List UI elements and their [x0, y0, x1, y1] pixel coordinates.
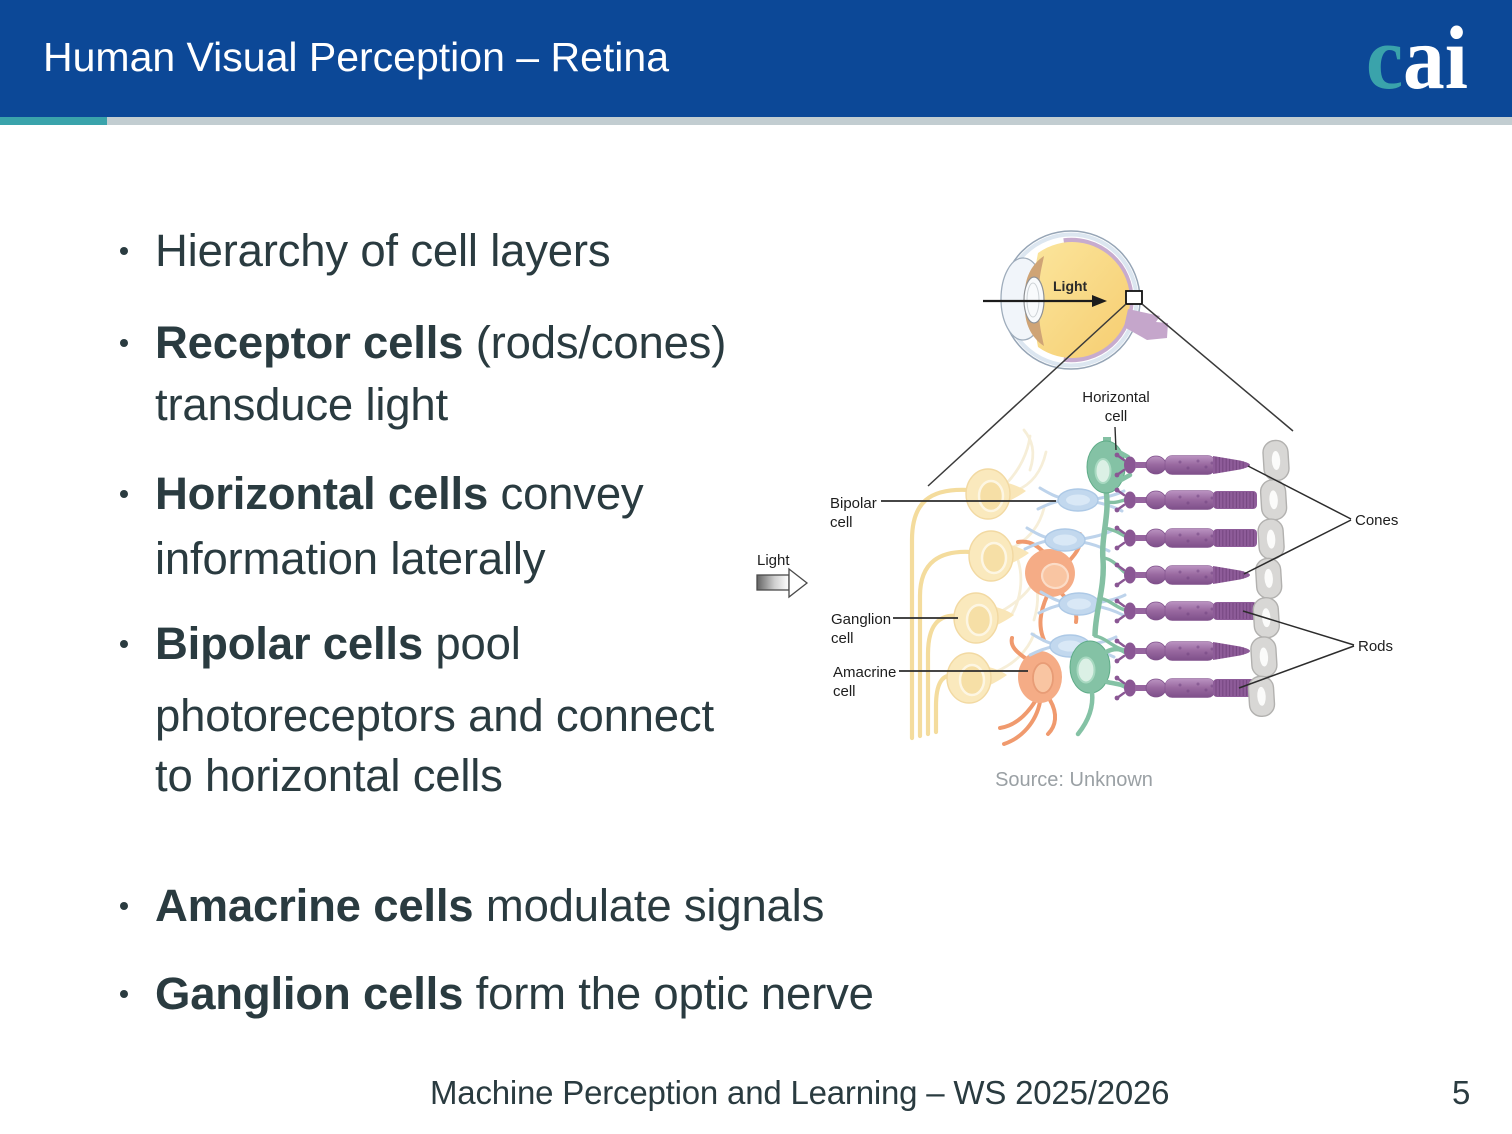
- svg-text:cell: cell: [833, 683, 856, 700]
- svg-text:Horizontal: Horizontal: [1082, 389, 1150, 406]
- svg-text:Bipolar: Bipolar: [830, 495, 877, 512]
- svg-text:Rods: Rods: [1358, 638, 1393, 655]
- svg-text:Light: Light: [757, 552, 790, 569]
- svg-text:Cones: Cones: [1355, 512, 1398, 529]
- svg-text:Amacrine: Amacrine: [833, 664, 896, 681]
- svg-text:cai: cai: [1366, 10, 1468, 105]
- svg-text:Light: Light: [1053, 278, 1088, 294]
- svg-text:Source: Unknown: Source: Unknown: [995, 769, 1153, 791]
- svg-text:cell: cell: [831, 630, 854, 647]
- svg-text:Ganglion: Ganglion: [831, 611, 891, 628]
- svg-text:cell: cell: [1105, 408, 1128, 425]
- svg-text:cell: cell: [830, 514, 853, 531]
